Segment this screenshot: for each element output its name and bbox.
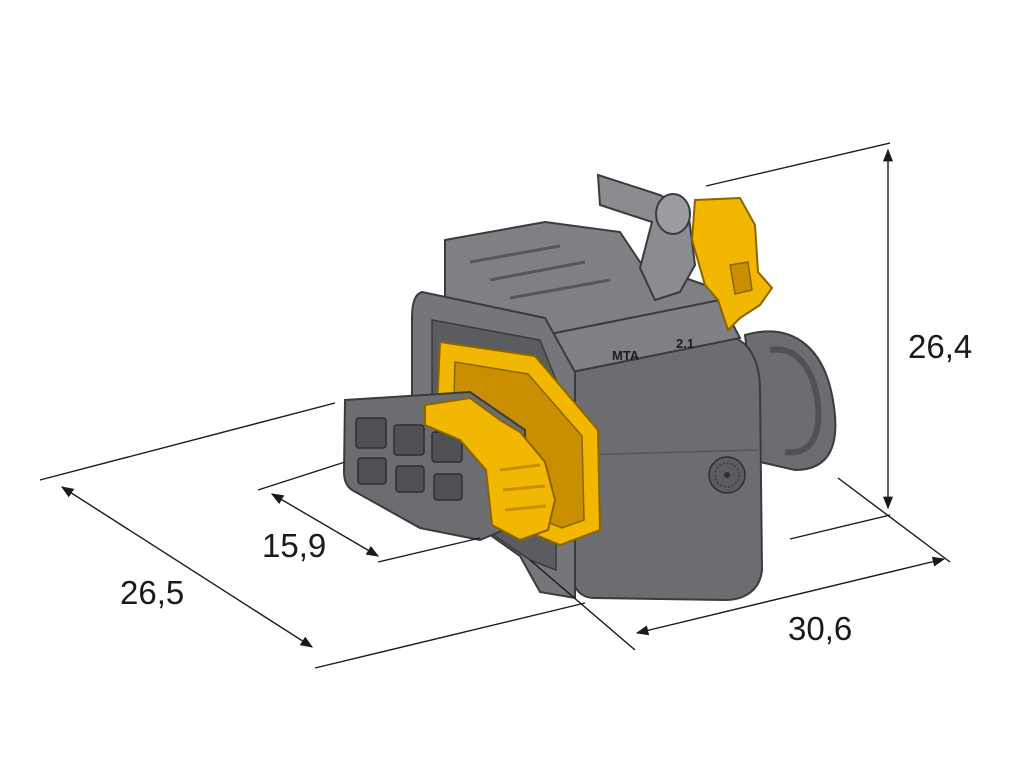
inner-width-label: 15,9	[262, 527, 326, 564]
housing-marking-code: 2.1	[676, 336, 694, 351]
inner-width-extension-bottom	[377, 537, 481, 563]
width-extension-left	[529, 559, 636, 651]
height-extension-top	[705, 142, 891, 187]
height-label: 26,4	[908, 328, 972, 365]
yellow-front-latch-ribs	[499, 463, 547, 512]
inner-width-extension-top	[257, 461, 346, 491]
height-extension-bottom	[789, 514, 891, 540]
inner-width-dimension-line	[270, 493, 380, 557]
width-extension-right	[837, 477, 951, 563]
top-latch-ribs	[469, 244, 611, 300]
depth-extension-bottom	[314, 602, 586, 669]
width-dimension-line	[635, 556, 946, 636]
rear-boot-rim	[769, 346, 822, 456]
housing-marking-brand: MTA	[612, 348, 640, 363]
connector-housing: MTA 2.1	[342, 173, 837, 602]
depth-extension-top	[39, 402, 336, 481]
housing-logo-icon	[708, 456, 746, 494]
yellow-front-latch	[424, 396, 557, 542]
depth-dimension-line	[60, 486, 314, 648]
depth-label: 26,5	[120, 574, 184, 611]
width-label: 30,6	[788, 610, 852, 647]
lever-knob	[655, 193, 691, 235]
dimension-lines	[39, 142, 951, 669]
